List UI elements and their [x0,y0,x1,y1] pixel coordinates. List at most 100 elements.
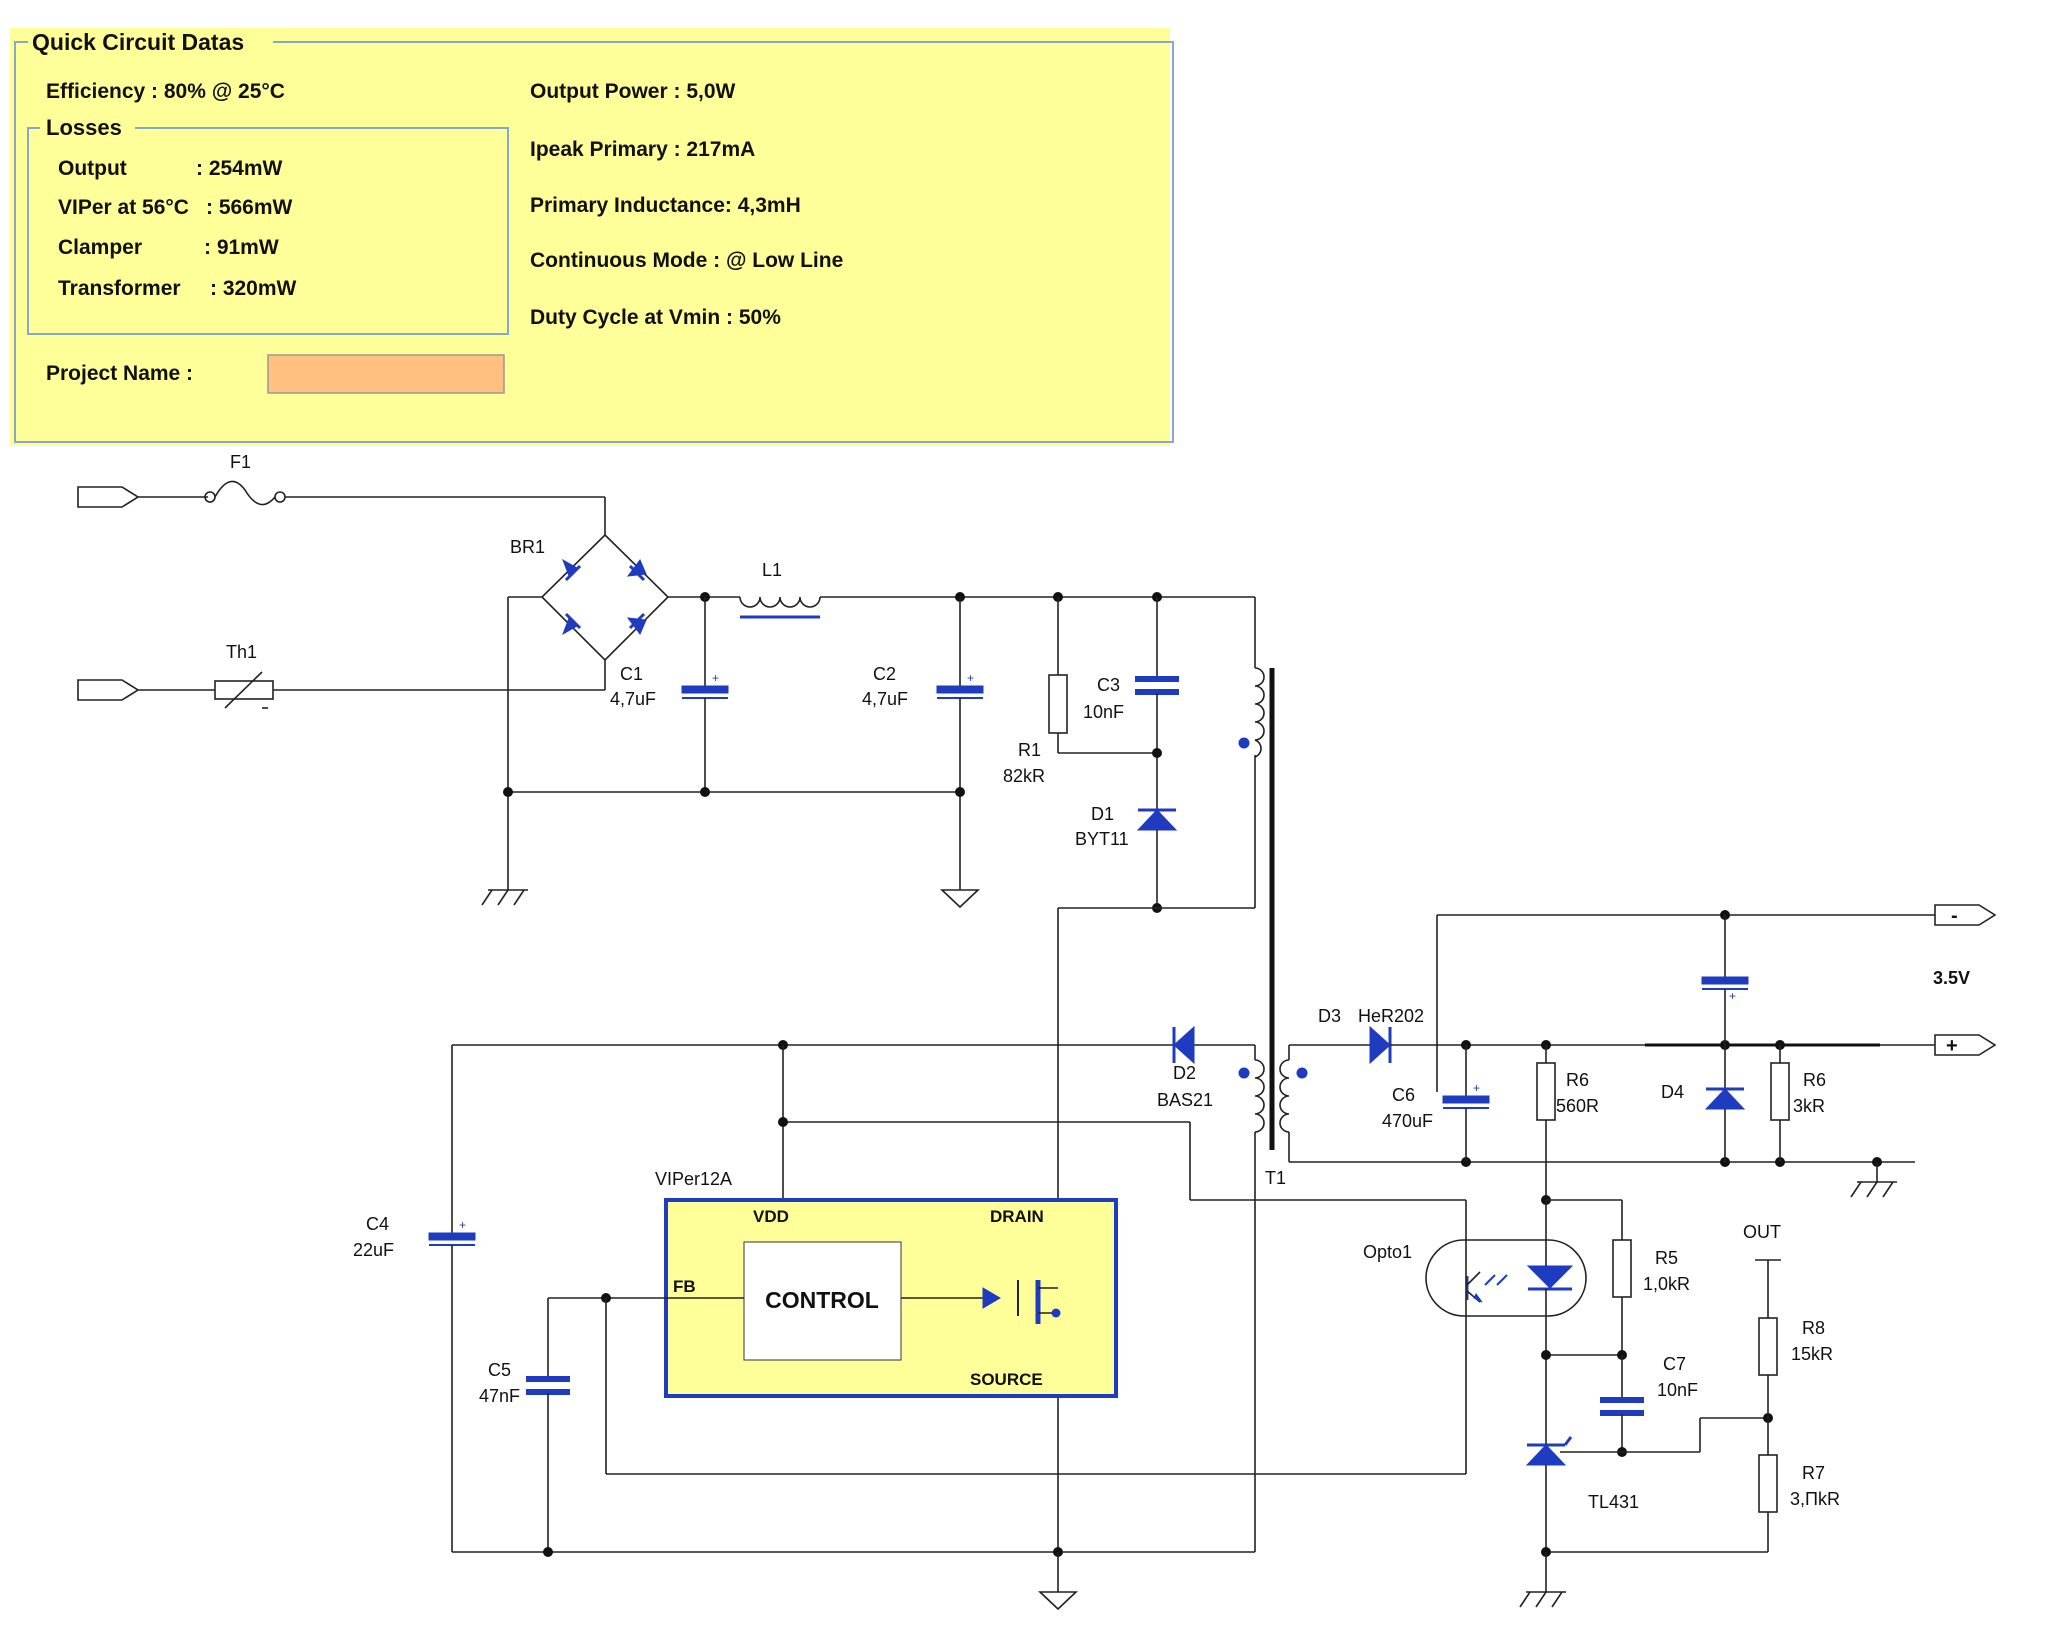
opto1-label: Opto1 [1363,1242,1412,1262]
spec-ipeak: Ipeak Primary : 217mA [530,138,755,161]
output-minus-terminal: - [1934,904,1997,927]
transformer-T1: T1 [1238,667,1308,1188]
resistor-R5: R5 1,0kR [1612,1239,1690,1355]
plus-label: + [1946,1035,1958,1057]
resistor-R1: R1 82kR [1003,597,1157,786]
c3-value: 10nF [1083,702,1124,722]
minus-label: - [1951,905,1958,927]
quick-circuit-panel: Quick Circuit Datas Efficiency : 80% @ 2… [10,28,1174,446]
f1-label: F1 [230,452,251,472]
r6b-value: 3kR [1793,1096,1825,1116]
optocoupler-Opto1: Opto1 [1363,1239,1587,1317]
bridge-rectifier-BR1: BR1 [508,533,705,662]
resistor-R8: R8 15kR [1758,1260,1833,1455]
c6-value: 470uF [1382,1111,1433,1131]
r8-name: R8 [1802,1318,1825,1338]
d3-value: HeR202 [1358,1006,1424,1026]
capacitor-C6: + C6 470uF [1382,1045,1490,1162]
panel-title: Quick Circuit Datas [32,29,244,55]
svg-text:+: + [1729,989,1736,1003]
diode-D3: D3 HeR202 [1318,1006,1424,1065]
viper-vdd: VDD [753,1207,789,1226]
r7-name: R7 [1802,1463,1825,1483]
efficiency-text: Efficiency : 80% @ 25°C [46,80,285,103]
project-name-field[interactable] [267,354,505,394]
control-label: CONTROL [765,1287,879,1313]
fuse-F1: F1 [204,452,606,535]
c6-name: C6 [1392,1085,1415,1105]
c2-name: C2 [873,664,896,684]
svg-text:+: + [1473,1081,1480,1095]
loss-output-label: Output [58,157,127,180]
input-terminal-top [77,486,208,508]
inductor-L1: L1 [739,560,821,619]
d3-name: D3 [1318,1006,1341,1026]
project-name-label: Project Name : [46,362,193,385]
loss-transformer-value: : 320mW [210,277,297,300]
ground-signal-1 [939,889,981,909]
thermistor-Th1: Th1 [214,642,606,709]
r5-name: R5 [1655,1248,1678,1268]
d1-name: D1 [1091,804,1114,824]
viper12a-block: VIPer12A VDD DRAIN FB SOURCE CONTROL [655,1169,1118,1398]
viper-source: SOURCE [970,1370,1043,1389]
d4-label: D4 [1661,1082,1684,1102]
ground-signal-2 [1037,1591,1079,1611]
control-box [743,1241,902,1361]
loss-transformer-label: Transformer [58,277,181,300]
c7-name: C7 [1663,1354,1686,1374]
spec-mode: Continuous Mode : @ Low Line [530,249,843,272]
diode-D1: D1 BYT11 [1075,804,1178,908]
c3-name: C3 [1097,675,1120,695]
spec-inductance: Primary Inductance: 4,3mH [530,194,801,217]
th1-label: Th1 [226,642,257,662]
viper-fb: FB [673,1277,696,1296]
panel-background [10,28,1170,446]
r7-value: 3,ΠkR [1790,1489,1840,1509]
out-sense-pin: OUT [1743,1222,1781,1261]
spec-output-power: Output Power : 5,0W [530,80,736,103]
out-label: OUT [1743,1222,1781,1242]
c2-value: 4,7uF [862,689,908,709]
losses-title-gap [40,115,135,139]
d2-name: D2 [1173,1063,1196,1083]
c1-value: 4,7uF [610,689,656,709]
capacitor-C5: C5 47nF [479,1360,570,1552]
r6a-value: 560R [1556,1096,1599,1116]
r6a-name: R6 [1566,1070,1589,1090]
loss-viper-value: : 566mW [206,196,293,219]
viper-name: VIPer12A [655,1169,732,1189]
diode-D4: D4 [1661,1045,1746,1162]
panel-frame [14,41,1174,443]
c7-value: 10nF [1657,1380,1698,1400]
loss-viper-label: VIPer at 56°C [58,196,189,219]
resistor-R6-560R: R6 560R [1536,1045,1599,1200]
tl431-label: TL431 [1588,1492,1639,1512]
ground-chassis-2 [1850,1181,1897,1198]
resistor-R6-3kR: R6 3kR [1770,1045,1826,1162]
regulator-TL431: TL431 [1525,1436,1700,1552]
r6b-name: R6 [1803,1070,1826,1090]
r8-value: 15kR [1791,1344,1833,1364]
loss-clamper-value: : 91mW [204,236,279,259]
capacitor-C3: C3 10nF [1083,597,1179,810]
d2-value: BAS21 [1157,1090,1213,1110]
br1-label: BR1 [510,537,545,557]
diode-D2: D2 BAS21 [1157,1025,1213,1110]
loss-clamper-label: Clamper [58,236,142,259]
resistor-R7: R7 3,ΠkR [1758,1454,1840,1552]
loss-output-value: : 254mW [196,157,283,180]
capacitor-C7: C7 10nF [1600,1354,1698,1452]
losses-frame [27,127,509,335]
capacitor-C2: + C2 4,7uF [862,597,984,890]
d1-value: BYT11 [1075,829,1129,849]
svg-text:+: + [712,671,719,685]
vout-label: 3.5V [1933,968,1970,988]
c5-value: 47nF [479,1386,520,1406]
svg-text:+: + [459,1218,466,1232]
losses-title: Losses [46,115,122,140]
c4-name: C4 [366,1214,389,1234]
input-terminal-bottom [77,679,215,701]
l1-label: L1 [762,560,782,580]
